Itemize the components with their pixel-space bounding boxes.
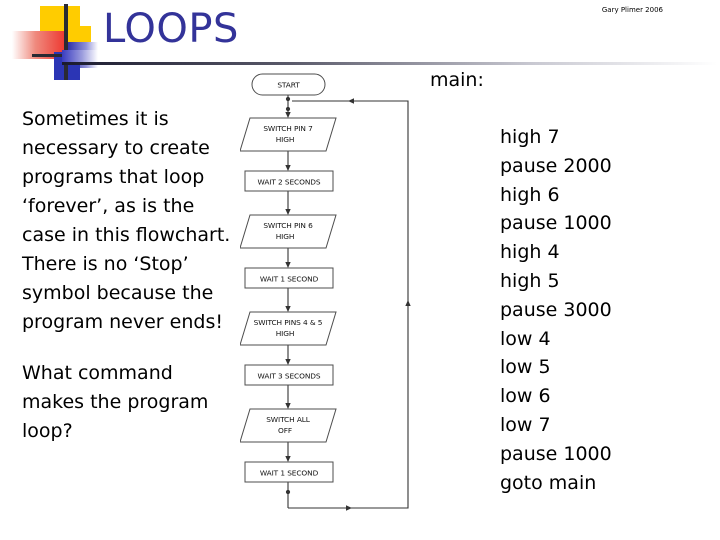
code-line: low 6: [500, 385, 551, 408]
flowchart-node-label: START: [277, 80, 300, 89]
flowchart-node-switch-pins-4-5: [240, 311, 337, 346]
title-rule: [62, 62, 717, 65]
code-line: pause 1000: [500, 442, 612, 465]
body-paragraph-1: Sometimes it is necessary to create prog…: [22, 108, 231, 333]
code-line: high 5: [500, 269, 560, 292]
flowchart-node-wait-2-seconds: [244, 170, 334, 192]
flowchart-node-label: HIGH: [276, 232, 295, 241]
flowchart-node-label: WAIT 1 SECOND: [260, 274, 319, 283]
code-line: low 4: [500, 327, 551, 350]
flowchart-node-label: HIGH: [276, 135, 295, 144]
body-paragraph-2: What command makes the program loop?: [22, 362, 209, 442]
code-line: pause 3000: [500, 298, 612, 321]
code-line: high 7: [500, 126, 560, 148]
code-line: high 6: [500, 183, 560, 206]
author-credit: Gary Plimer 2006: [601, 6, 663, 14]
code-line: goto main: [500, 471, 597, 494]
flowchart-node-label: HIGH: [276, 329, 295, 338]
flowchart-node-label: SWITCH PINS 4 & 5: [254, 318, 323, 327]
code-line: high 4: [500, 241, 560, 264]
flowchart-node-label: WAIT 3 SECONDS: [258, 371, 321, 380]
title-rule-accent: [62, 50, 98, 62]
flowchart-node-label: SWITCH PIN 6: [263, 221, 313, 230]
code-line: low 7: [500, 413, 551, 436]
code-listing: high 7 pause 2000 high 6 pause 1000 high…: [500, 123, 612, 497]
flowchart-node-label: WAIT 1 SECOND: [260, 468, 319, 477]
flowchart-node-wait-3-seconds: [244, 364, 334, 386]
flowchart-node-label: OFF: [278, 426, 292, 435]
page-title: LOOPS: [103, 6, 239, 52]
code-line: pause 1000: [500, 212, 612, 235]
code-line: low 5: [500, 356, 551, 379]
flowchart-node-wait-1-second: [244, 267, 334, 289]
flowchart-node-switch-all-off: [240, 408, 337, 443]
decorative-logo: [12, 4, 98, 80]
flowchart-node-switch-pin-6: [240, 214, 337, 249]
slide-header: LOOPS Gary Plimer 2006: [0, 0, 720, 80]
code-line: pause 2000: [500, 154, 612, 177]
flowchart-node-label: SWITCH ALL: [266, 415, 311, 424]
body-text-block: Sometimes it is necessary to create prog…: [22, 105, 237, 446]
decor-vertical-rule: [64, 4, 68, 80]
flowchart-node-label: WAIT 2 SECONDS: [258, 177, 321, 186]
flowchart-node-start: [251, 73, 326, 96]
flowchart-node-label: SWITCH PIN 7: [263, 124, 313, 133]
flowchart-node-wait-1-second-end: [244, 461, 334, 483]
flowchart-diagram: START SWITCH PIN 7 HIGH WAIT 2 SECONDS S…: [240, 68, 415, 520]
flowchart-node-switch-pin-7: [240, 117, 337, 152]
code-label-main: main:: [430, 69, 484, 91]
